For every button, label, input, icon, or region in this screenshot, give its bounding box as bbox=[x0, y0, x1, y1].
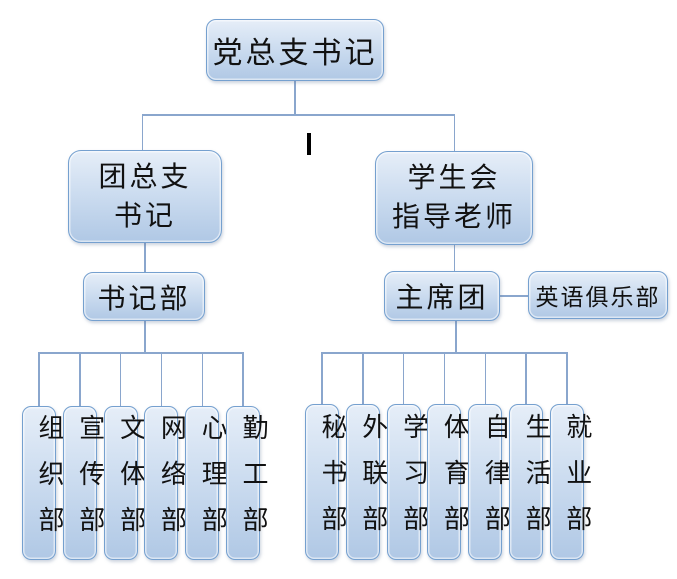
dept-box-psychology: 心理部 bbox=[185, 406, 227, 560]
dept-label: 心理部 bbox=[198, 414, 228, 552]
node-student-union-advisor: 学生会 指导老师 bbox=[375, 151, 533, 245]
connector-right-fan-drop bbox=[402, 352, 405, 404]
node-league-branch-secretary: 团总支 书记 bbox=[68, 150, 222, 243]
connector-right-fan-drop bbox=[321, 352, 323, 404]
connector-left-fan-drop bbox=[201, 352, 203, 406]
dept-label: 生活部 bbox=[522, 413, 551, 551]
connector-left-fan-drop bbox=[38, 352, 40, 406]
dept-box-secretariat: 秘书部 bbox=[305, 404, 347, 560]
connector-left-fan-drop bbox=[119, 352, 122, 406]
dept-label: 秘书部 bbox=[318, 413, 347, 551]
dept-label: 自律部 bbox=[481, 413, 511, 551]
dept-box-self-discipline: 自律部 bbox=[468, 404, 510, 560]
dept-label: 文体部 bbox=[116, 414, 146, 552]
text-cursor-mark bbox=[307, 133, 311, 155]
connector-drop-left-head bbox=[141, 114, 143, 151]
dept-label: 体育部 bbox=[440, 413, 470, 551]
dept-label: 网络部 bbox=[157, 414, 187, 552]
dept-box-work-study: 勤工部 bbox=[226, 406, 268, 560]
dept-box-network: 网络部 bbox=[144, 406, 186, 560]
connector-drop-right-head bbox=[453, 114, 455, 152]
connector-left-fan-drop bbox=[242, 352, 244, 406]
dept-box-culture-sports: 文体部 bbox=[103, 406, 146, 560]
connector-right-fan-drop bbox=[525, 352, 527, 404]
node-label: 英语俱乐部 bbox=[535, 285, 661, 310]
node-label: 主席团 bbox=[395, 283, 489, 314]
connector-level1-horizontal bbox=[141, 114, 455, 116]
dept-label: 宣传部 bbox=[75, 414, 105, 552]
node-secretary-department: 书记部 bbox=[83, 272, 205, 321]
node-party-branch-secretary: 党总支书记 bbox=[206, 19, 384, 81]
dept-box-study: 学习部 bbox=[386, 404, 429, 560]
connector-left-head-to-mid bbox=[144, 243, 146, 273]
dept-box-sports: 体育部 bbox=[427, 404, 469, 560]
connector-right-fan-drop bbox=[362, 352, 364, 404]
connector-right-head-to-mid bbox=[453, 244, 455, 272]
dept-label: 外联部 bbox=[358, 413, 388, 551]
node-english-club: 英语俱乐部 bbox=[528, 271, 668, 319]
dept-label: 勤工部 bbox=[239, 414, 268, 552]
connector-left-fan-drop bbox=[79, 352, 81, 406]
connector-presidium-to-club bbox=[499, 295, 529, 297]
connector-right-fan-drop bbox=[566, 352, 568, 404]
dept-box-employment: 就业部 bbox=[549, 404, 592, 560]
dept-label: 就业部 bbox=[562, 413, 592, 551]
node-presidium: 主席团 bbox=[384, 271, 500, 321]
node-label: 团总支 书记 bbox=[98, 161, 192, 232]
connector-right-mid-to-fan bbox=[455, 321, 457, 352]
dept-box-life: 生活部 bbox=[509, 404, 551, 560]
connector-right-fan-drop bbox=[484, 352, 486, 404]
connector-right-fan-drop bbox=[443, 352, 446, 404]
dept-label: 学习部 bbox=[399, 413, 429, 551]
node-label: 书记部 bbox=[97, 283, 191, 315]
dept-box-publicity: 宣传部 bbox=[62, 406, 105, 560]
connector-left-fan-horizontal bbox=[38, 352, 244, 354]
connector-left-mid-to-fan bbox=[144, 321, 146, 352]
dept-box-external-liaison: 外联部 bbox=[345, 404, 388, 560]
connector-root-down bbox=[294, 81, 296, 115]
dept-box-organization: 组织部 bbox=[22, 406, 64, 560]
node-label: 学生会 指导老师 bbox=[391, 163, 516, 233]
node-label: 党总支书记 bbox=[212, 37, 378, 70]
dept-label: 组织部 bbox=[35, 414, 64, 552]
connector-left-fan-drop bbox=[160, 352, 163, 406]
